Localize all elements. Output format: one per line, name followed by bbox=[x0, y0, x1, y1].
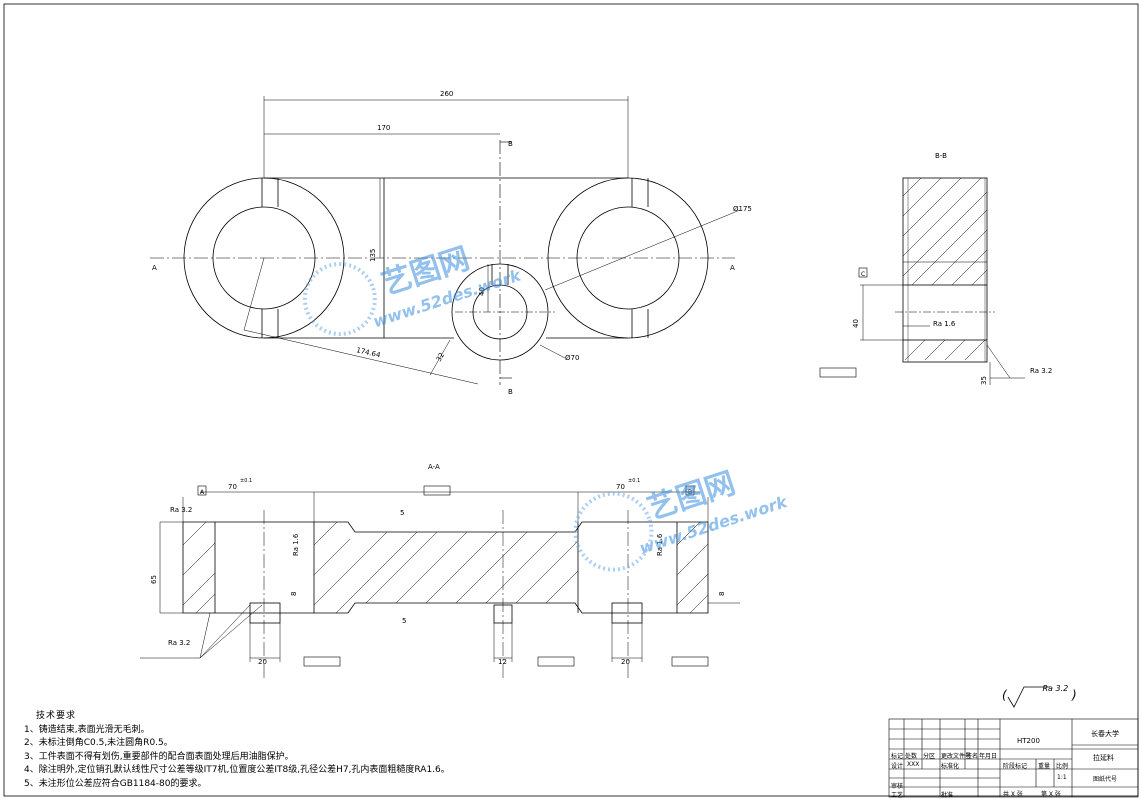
dim-32: 32 bbox=[435, 351, 446, 363]
section-b-b-view bbox=[860, 177, 1025, 385]
tb-ratio: 比例 bbox=[1056, 763, 1069, 770]
tech-title: 技术要求 bbox=[36, 711, 77, 721]
dim-5-bottom: 5 bbox=[402, 617, 406, 625]
roughness-symbol-icon bbox=[1007, 686, 1050, 708]
technical-requirements: 技术要求 1、铸造结束,表面光滑无毛刺。 2、未标注倒角C0.5,未注圆角R0.… bbox=[24, 710, 450, 792]
dim-dia70: Ø70 bbox=[565, 354, 579, 362]
watermark-top: 艺图网 www.52des.work bbox=[302, 241, 524, 337]
dim-dia175: Ø175 bbox=[733, 205, 752, 213]
tb-check: 审核 bbox=[891, 783, 904, 790]
tb-stage: 阶段标记 bbox=[1003, 763, 1028, 770]
roughness-ra32-bottom: Ra 3.2 bbox=[168, 639, 190, 647]
tech-item: 5、未注形位公差应符合GB1184-80的要求。 bbox=[24, 778, 207, 789]
tb-drawing-no: 图纸代号 bbox=[1093, 776, 1118, 783]
cut-a-right: A bbox=[730, 264, 735, 272]
tech-item: 1、铸造结束,表面光滑无毛刺。 bbox=[24, 724, 150, 735]
tb-part: 拉延料 bbox=[1093, 754, 1114, 762]
tb-process: 工艺 bbox=[891, 792, 904, 799]
dim-170: 170 bbox=[377, 124, 390, 132]
datum-a: A bbox=[200, 489, 205, 496]
gdt-frames bbox=[197, 267, 868, 667]
tb-material: HT200 bbox=[1017, 737, 1040, 745]
tb-sheet: 共 X 张 bbox=[1003, 791, 1023, 798]
tb-design-name: XXX bbox=[907, 761, 920, 768]
tol-70-right: ±0.1 bbox=[628, 478, 640, 484]
tech-item: 2、未标注倒角C0.5,未注圆角R0.5。 bbox=[24, 738, 173, 749]
dim-8-right: 8 bbox=[718, 592, 726, 596]
dim-40b: 40 bbox=[852, 319, 860, 328]
cut-b-bottom: B bbox=[508, 388, 513, 396]
tb-zone: 分区 bbox=[923, 753, 936, 760]
tech-item: 4、除注明外,定位销孔默认线性尺寸公差等级IT7机,位置度公差IT8级,孔径公差… bbox=[24, 765, 450, 776]
cut-a-left: A bbox=[152, 264, 157, 272]
watermark-bottom: 艺图网 www.52des.work bbox=[573, 466, 791, 572]
tb-sheet2: 第 X 张 bbox=[1041, 791, 1061, 798]
roughness-ra16-bb: Ra 1.6 bbox=[933, 320, 956, 328]
dim-8-left: 8 bbox=[290, 592, 298, 596]
tb-change: 更改文件号 bbox=[941, 753, 972, 760]
dim-40: 40 bbox=[478, 287, 486, 296]
dim-65: 65 bbox=[150, 575, 158, 584]
datum-b: B bbox=[688, 489, 692, 496]
datum-c: C bbox=[861, 271, 865, 278]
title-block-grid bbox=[888, 718, 1139, 798]
dim-174: 174.64 bbox=[356, 346, 382, 359]
dim-70-left: 70 bbox=[228, 483, 237, 491]
general-roughness: ( Ra 3.2 ) bbox=[1002, 684, 1077, 702]
dim-12: 12 bbox=[498, 658, 507, 666]
tb-scale: 1:1 bbox=[1057, 774, 1067, 781]
dim-35: 35 bbox=[980, 376, 988, 385]
tb-sign: 签名 bbox=[966, 753, 979, 760]
tb-count: 处数 bbox=[905, 753, 918, 760]
top-view bbox=[150, 96, 741, 385]
section-b-b-title: B-B bbox=[935, 152, 947, 160]
tb-design: 设计 bbox=[891, 763, 904, 770]
tb-approve: 批准 bbox=[941, 792, 954, 799]
dim-260: 260 bbox=[440, 90, 453, 98]
roughness-ra32-top: Ra 3.2 bbox=[170, 506, 192, 514]
cut-b-top: B bbox=[508, 140, 513, 148]
tb-mark: 标记 bbox=[891, 753, 904, 760]
roughness-ra16-right: Ra 1.6 bbox=[656, 533, 664, 556]
tb-date: 年月日 bbox=[979, 753, 998, 760]
sheet-border bbox=[3, 3, 1139, 797]
dim-135: 135 bbox=[369, 249, 377, 262]
roughness-ra16-left: Ra 1.6 bbox=[292, 533, 300, 556]
section-a-a-title: A-A bbox=[428, 463, 440, 471]
dim-20-right: 20 bbox=[621, 658, 630, 666]
tech-item: 3、工件表面不得有划伤,重要部件的配合面表面处理后用油脂保护。 bbox=[24, 751, 294, 762]
dim-5-top: 5 bbox=[400, 509, 404, 517]
roughness-ra32-bb: Ra 3.2 bbox=[1030, 367, 1052, 375]
tb-school: 长春大学 bbox=[1091, 730, 1119, 738]
tol-70-left: ±0.1 bbox=[240, 478, 252, 484]
dim-20-left: 20 bbox=[258, 658, 267, 666]
title-block: 标记 处数 分区 更改文件号 签名 年月日 设计 XXX 标准化 审核 工艺 批… bbox=[889, 719, 1138, 799]
tb-weight: 重量 bbox=[1038, 763, 1051, 770]
tb-std: 标准化 bbox=[941, 763, 960, 770]
dim-70-right: 70 bbox=[616, 483, 625, 491]
